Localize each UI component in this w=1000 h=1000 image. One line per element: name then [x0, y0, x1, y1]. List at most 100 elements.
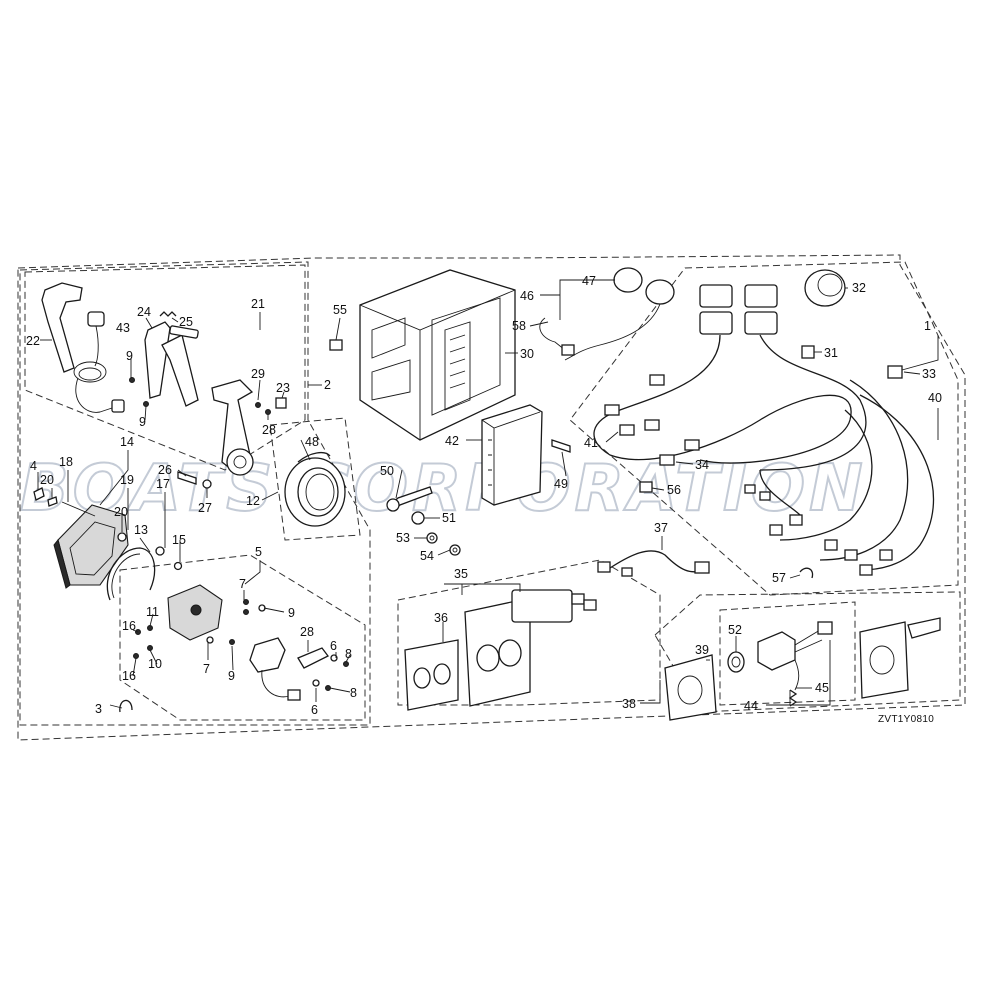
washer-53	[426, 532, 438, 544]
panel-cover-36	[404, 639, 459, 711]
callout-12: 12	[246, 494, 260, 508]
cable-37-line	[609, 550, 706, 573]
switch-body	[87, 311, 105, 327]
term-b	[759, 491, 771, 501]
bolt-50-head	[386, 498, 400, 512]
panel-switch-conn-1	[571, 593, 585, 605]
screw-29	[255, 402, 261, 408]
callout-46: 46	[520, 289, 534, 303]
callout-3: 3	[95, 702, 102, 716]
bolt-49	[551, 439, 571, 453]
harness-branch-4	[759, 469, 801, 516]
ring-arc-marker	[297, 451, 331, 463]
callout-58: 58	[512, 319, 526, 333]
housing-side	[53, 538, 71, 589]
callout-9b: 9	[139, 415, 146, 429]
callout-29: 29	[251, 367, 265, 381]
key-subgroup-outline	[719, 601, 856, 706]
callout-33: 33	[922, 367, 936, 381]
switch-housing-hole	[190, 604, 202, 616]
bolt-18-shaft	[61, 501, 96, 517]
arm-hub	[226, 448, 254, 476]
bracket-a	[144, 321, 171, 399]
cable-37-end-a	[597, 561, 611, 573]
key-panel-right	[859, 621, 909, 699]
coil-cable-2	[78, 367, 102, 381]
key-coil-45	[788, 689, 798, 707]
callout-20b: 20	[114, 505, 128, 519]
callout-24: 24	[137, 305, 151, 319]
conn-h	[824, 539, 838, 551]
housing-rim	[69, 521, 116, 576]
box-frame	[359, 269, 516, 441]
callout-4: 4	[30, 459, 37, 473]
buzzer-lead	[564, 303, 661, 361]
callout-54: 54	[420, 549, 434, 563]
panel-cover-hole-2	[433, 663, 451, 685]
term-a	[744, 484, 756, 494]
leader-lines	[37, 279, 939, 709]
microswitch	[249, 637, 286, 673]
meter-32-face	[817, 273, 843, 297]
conn-i	[844, 549, 858, 561]
switch-wire	[94, 325, 99, 367]
callout-20a: 20	[40, 473, 54, 487]
box-terminal-strip	[444, 321, 471, 411]
callout-10: 10	[148, 657, 162, 671]
callout-7a: 7	[239, 577, 246, 591]
callout-5: 5	[255, 545, 262, 559]
nut-52-bore	[731, 656, 741, 668]
callout-13: 13	[134, 523, 148, 537]
harness-connector-3	[699, 311, 733, 335]
nut-51	[411, 511, 425, 525]
cable-37-end-b	[694, 561, 710, 574]
harness-connector-4	[744, 311, 778, 335]
callout-2: 2	[324, 378, 331, 392]
lever-arm	[41, 282, 83, 373]
key-switch	[664, 617, 941, 721]
callout-14: 14	[120, 435, 134, 449]
cable-37	[597, 550, 710, 577]
main-harness	[593, 269, 934, 579]
watermark: BOATS CORPORATION	[20, 452, 867, 526]
callout-47: 47	[582, 274, 596, 288]
switch-group-outline	[119, 554, 366, 721]
callout-9a: 9	[126, 349, 133, 363]
panel-switch-body	[511, 589, 573, 623]
screw-28	[265, 409, 271, 415]
harness-group-outline	[569, 261, 959, 596]
box-terminals	[449, 334, 466, 389]
ring-bore	[305, 473, 335, 511]
callout-48: 48	[305, 435, 319, 449]
callout-36: 36	[434, 611, 448, 625]
screw-10	[147, 645, 153, 651]
screw-9c	[229, 639, 235, 645]
ring-inner	[297, 467, 339, 517]
harness-connector-2	[744, 284, 778, 308]
module	[481, 404, 543, 506]
harness-branch-3	[779, 409, 873, 541]
key-panel-right-hole	[869, 645, 895, 675]
callout-8b: 8	[350, 686, 357, 700]
callout-44: 44	[744, 699, 758, 713]
callout-30: 30	[520, 347, 534, 361]
panel-35-button-2	[498, 639, 522, 667]
washer-27	[202, 479, 212, 489]
callout-53: 53	[396, 531, 410, 545]
clip-23	[275, 397, 287, 409]
callout-9c: 9	[288, 606, 295, 620]
callout-9d: 9	[228, 669, 235, 683]
callout-27: 27	[198, 501, 212, 515]
bolt-4	[33, 487, 45, 501]
conn-j	[859, 564, 873, 576]
microswitch-lead	[261, 669, 291, 698]
callout-50: 50	[380, 464, 394, 478]
callout-16a: 16	[122, 619, 136, 633]
callout-57: 57	[772, 571, 786, 585]
control-box	[329, 269, 571, 556]
arm-hub-bore	[233, 455, 247, 469]
callout-6a: 6	[330, 639, 337, 653]
cap-56	[639, 481, 653, 493]
switch-panel	[404, 589, 597, 711]
